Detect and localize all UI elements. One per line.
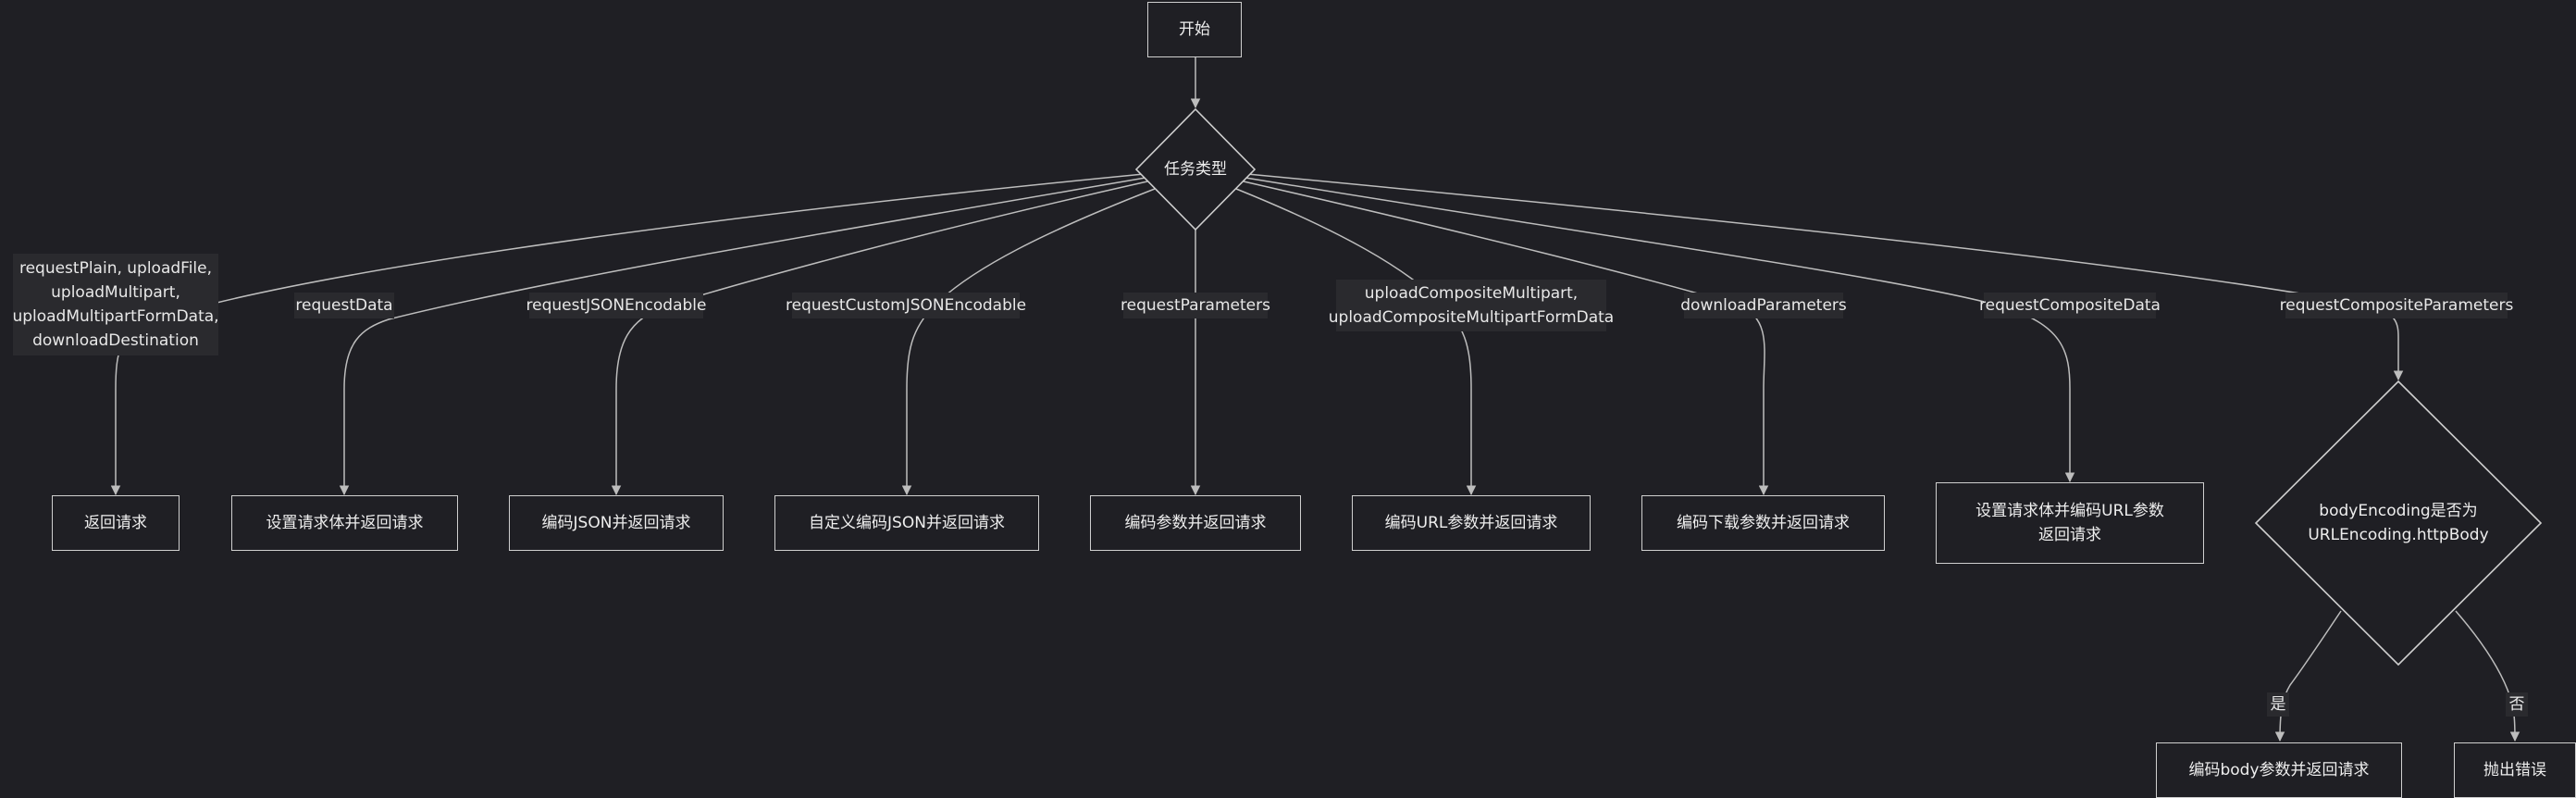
edge-label-no: 否 [2506, 692, 2528, 717]
edge-label-request-json-encodable-text: requestJSONEncodable [526, 296, 707, 315]
encode-json-return-node: 编码JSON并返回请求 [509, 495, 724, 551]
set-body-encode-url-node: 设置请求体并编码URL参数 返回请求 [1936, 482, 2204, 564]
throw-error-node: 抛出错误 [2454, 742, 2576, 798]
encode-download-params-return-node: 编码下载参数并返回请求 [1641, 495, 1885, 551]
edge-label-request-parameters: requestParameters [1121, 293, 1270, 318]
edge-label-no-text: 否 [2508, 695, 2525, 714]
body-encoding-diamond [2254, 380, 2543, 667]
edge-to-set-body-return [339, 177, 1146, 496]
body-encoding-label-line2: URLEncoding.httpBody [2308, 526, 2489, 544]
throw-error-label: 抛出错误 [2483, 761, 2546, 779]
encode-params-return-label: 编码参数并返回请求 [1124, 514, 1267, 532]
edge-label-request-data: requestData [294, 293, 394, 318]
custom-json-return-node: 自定义编码JSON并返回请求 [774, 495, 1039, 551]
edge-label-request-composite-data: requestCompositeData [1979, 293, 2161, 318]
edge-label-request-composite-data-text: requestCompositeData [1979, 296, 2161, 315]
edge-to-return-request [110, 173, 1145, 496]
edge-label-request-composite-parameters-text: requestCompositeParameters [2279, 296, 2514, 315]
start-node-label: 开始 [1179, 20, 1210, 39]
edge-label-upload-composite-line1: uploadCompositeMultipart, [1364, 284, 1579, 303]
edge-label-request-json-encodable: requestJSONEncodable [526, 293, 706, 318]
edge-label-request-custom-json-encodable: requestCustomJSONEncodable [786, 293, 1026, 318]
set-body-encode-url-label-line1: 设置请求体并编码URL参数 [1975, 502, 2164, 520]
encode-params-return-node: 编码参数并返回请求 [1090, 495, 1301, 551]
encode-download-params-return-label: 编码下载参数并返回请求 [1677, 514, 1850, 532]
edge-label-plain-line4: downloadDestination [32, 331, 199, 350]
encode-url-params-return-node: 编码URL参数并返回请求 [1352, 495, 1591, 551]
edge-label-plain-line3: uploadMultipartFormData, [12, 307, 219, 326]
edge-to-encode-download-params-return [1243, 181, 1769, 496]
task-type-label: 任务类型 [1164, 160, 1227, 179]
encode-url-params-return-label: 编码URL参数并返回请求 [1384, 514, 1558, 532]
return-request-node: 返回请求 [52, 495, 180, 551]
encode-json-return-label: 编码JSON并返回请求 [541, 514, 691, 532]
edge-label-yes-text: 是 [2270, 695, 2286, 714]
body-encoding-node: bodyEncoding是否为 URLEncoding.httpBody [2276, 495, 2520, 551]
edge-label-request-data-text: requestData [295, 296, 393, 315]
edge-to-set-body-encode-url [1245, 177, 2075, 483]
set-body-return-node: 设置请求体并返回请求 [231, 495, 458, 551]
edge-to-encode-json-return [611, 181, 1148, 496]
edge-to-encode-url-params-return [1235, 188, 1477, 496]
task-type-node: 任务类型 [1140, 156, 1251, 183]
start-node: 开始 [1147, 2, 1242, 57]
custom-json-return-label: 自定义编码JSON并返回请求 [809, 514, 1005, 532]
edge-label-plain-line2: uploadMultipart, [51, 283, 180, 302]
body-encoding-label-line1: bodyEncoding是否为 [2319, 502, 2478, 520]
edge-label-request-composite-parameters: requestCompositeParameters [2280, 293, 2513, 318]
encode-body-params-return-label: 编码body参数并返回请求 [2188, 761, 2370, 779]
set-body-encode-url-label-line2: 返回请求 [2038, 526, 2101, 544]
edge-label-download-parameters-text: downloadParameters [1680, 296, 1847, 315]
edge-label-plain: requestPlain, uploadFile, uploadMultipar… [12, 254, 219, 355]
edge-label-yes: 是 [2267, 692, 2289, 717]
set-body-return-label: 设置请求体并返回请求 [266, 514, 424, 532]
return-request-label: 返回请求 [84, 514, 147, 532]
encode-body-params-return-node: 编码body参数并返回请求 [2156, 742, 2402, 798]
edge-yes [2274, 610, 2342, 742]
edge-label-request-parameters-text: requestParameters [1121, 296, 1270, 315]
edge-label-request-custom-json-encodable-text: requestCustomJSONEncodable [785, 296, 1027, 315]
task-type-diamond [1134, 107, 1257, 231]
edge-label-plain-line1: requestPlain, uploadFile, [19, 259, 213, 278]
edge-to-body-encoding [1246, 173, 2404, 381]
edge-label-download-parameters: downloadParameters [1680, 293, 1847, 318]
edge-label-upload-composite-line2: uploadCompositeMultipartFormData [1328, 308, 1615, 327]
edge-label-upload-composite: uploadCompositeMultipart, uploadComposit… [1329, 280, 1614, 331]
edge-to-custom-json-return [901, 188, 1156, 496]
edge-no [2455, 610, 2520, 742]
